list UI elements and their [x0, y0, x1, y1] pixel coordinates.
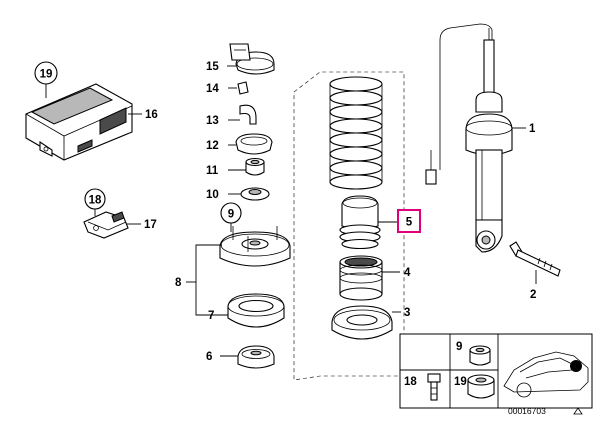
inset-callout-19: 19 [454, 376, 467, 388]
shock-absorber-1[interactable] [425, 23, 513, 253]
explosion-frame [293, 71, 405, 381]
triangle-icon [573, 407, 583, 415]
hose-13[interactable] [239, 104, 257, 125]
callout-9: 9 [228, 209, 234, 221]
inset-callout-9: 9 [456, 341, 462, 353]
callout-18: 18 [89, 195, 102, 207]
callout-8: 8 [175, 277, 182, 289]
nut-11[interactable] [245, 157, 265, 176]
callout-7: 7 [208, 310, 214, 322]
cup-12[interactable] [235, 133, 273, 155]
callout-2: 2 [530, 289, 536, 301]
inset-nut-19[interactable] [467, 374, 495, 399]
callout-19: 19 [40, 69, 53, 81]
callout-15: 15 [206, 61, 219, 73]
control-unit-16[interactable] [25, 83, 133, 161]
washer-10[interactable] [240, 187, 270, 201]
inset-nut-9[interactable] [469, 345, 491, 366]
callout-3: 3 [404, 307, 410, 319]
inset-screw-18[interactable] [427, 373, 441, 401]
coil-spring[interactable] [329, 76, 383, 190]
spring-pad-7[interactable] [227, 293, 285, 328]
support-bearing-8[interactable] [219, 226, 291, 267]
sensor-17[interactable] [83, 211, 129, 239]
clip-14[interactable] [237, 81, 249, 95]
sleeve-4[interactable] [339, 255, 383, 301]
callout-16: 16 [145, 109, 158, 121]
dust-cap-15[interactable] [229, 43, 275, 75]
callout-13: 13 [206, 115, 219, 127]
callout-1: 1 [529, 123, 536, 135]
diagram-number: 00016703 [508, 406, 546, 416]
callout-6: 6 [206, 351, 212, 363]
callout-14: 14 [206, 83, 219, 95]
callout-17: 17 [144, 219, 157, 231]
bellows-5[interactable] [339, 195, 381, 250]
car-icon [503, 351, 589, 398]
bolt-2[interactable] [509, 241, 561, 277]
callout-5: 5 [406, 217, 413, 229]
callout-12: 12 [206, 140, 219, 152]
callout-10: 10 [206, 189, 219, 201]
callout-4: 4 [404, 267, 411, 279]
inset-callout-18: 18 [404, 376, 417, 388]
bump-stop-6[interactable] [237, 345, 275, 369]
spring-pad-3[interactable] [331, 305, 393, 340]
callout-5-highlight[interactable] [397, 209, 421, 233]
callout-11: 11 [206, 165, 219, 177]
